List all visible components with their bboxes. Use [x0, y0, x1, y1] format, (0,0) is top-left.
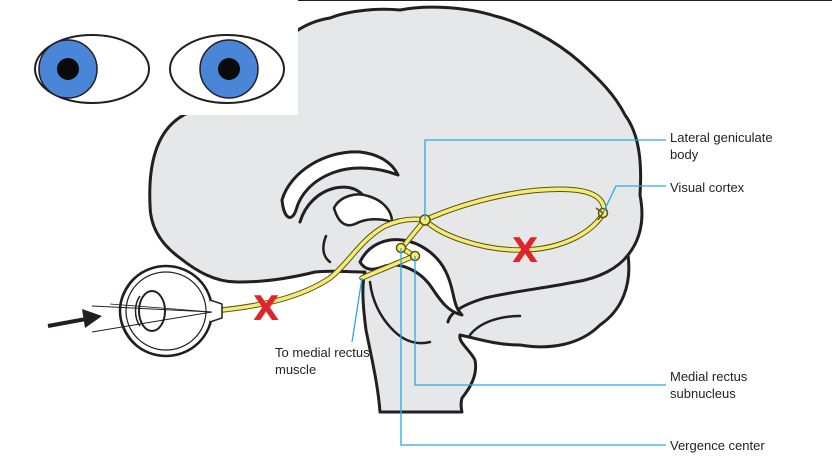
two-eyes-looking-forward-icon: [34, 34, 285, 104]
pons-contour: [368, 280, 432, 345]
eyeball-cross-section-icon: [118, 264, 223, 358]
lesion-marker-optic-nerve: X: [253, 289, 280, 329]
label-vergence-center: Vergence center: [670, 438, 765, 453]
pituitary-stalk: [322, 234, 332, 264]
label-lateral-geniculate-body: Lateral geniculate body: [670, 130, 773, 162]
light-ray-upper: [91, 305, 213, 313]
right-eye-icon: [169, 34, 285, 104]
cerebellum-fold: [468, 314, 522, 337]
light-ray-top: [109, 303, 213, 313]
optic-radiation-upper-fill: [423, 187, 606, 222]
cerebellum-outline: [446, 253, 630, 324]
optic-nerve-pathway-fill: [220, 217, 427, 312]
label-medial-rectus-subnucleus: Medial rectus subnucleus: [670, 369, 748, 401]
gaze-panel: [0, 0, 298, 115]
corpus-callosum: [280, 150, 400, 219]
lesion-marker-optic-radiation: X: [512, 231, 539, 271]
left-eye-icon: [34, 34, 150, 104]
top-border: [0, 0, 832, 1]
leader-vergence-center: [400, 248, 666, 446]
fornix: [298, 185, 367, 224]
leader-to-medial-rectus: [351, 277, 363, 343]
leader-medial-rectus-subnucleus: [414, 256, 666, 386]
light-ray-lower: [91, 311, 213, 333]
leader-visual-cortex: [602, 185, 666, 214]
incoming-light-arrow-icon: [47, 309, 102, 328]
optic-radiation-lower-fill: [423, 210, 606, 252]
leader-lateral-geniculate: [424, 139, 666, 220]
label-visual-cortex: Visual cortex: [670, 180, 745, 195]
label-to-medial-rectus-muscle: To medial rectus muscle: [275, 345, 370, 377]
